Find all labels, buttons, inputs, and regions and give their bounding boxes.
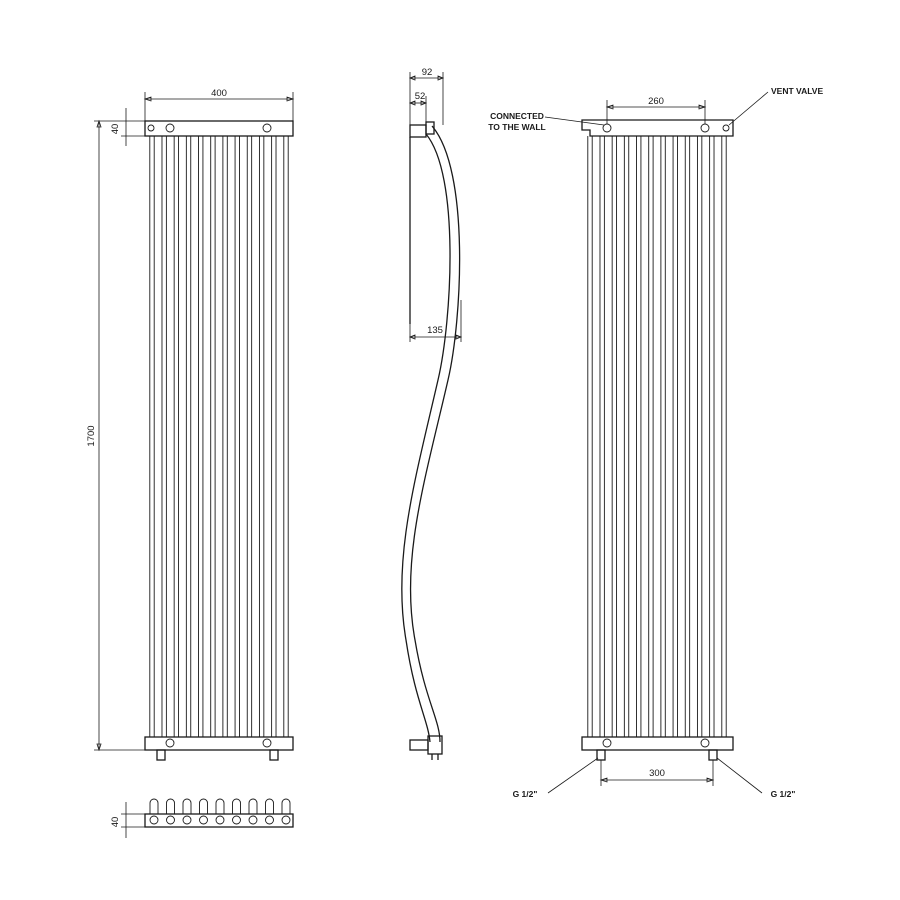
front-inlet-left [156, 749, 166, 761]
bottom-section-view: 40 [110, 798, 294, 838]
side-bottom-bracket [409, 739, 429, 751]
front-bottom-connector-right [262, 738, 272, 748]
connected-label-line1: CONNECTED [490, 111, 544, 121]
bottom-tube-end [265, 815, 274, 825]
side-curve-depth-label: 135 [427, 325, 443, 336]
back-inlet-left [596, 749, 606, 761]
inlet-left-label: G 1/2" [513, 789, 538, 799]
front-width-label: 400 [211, 88, 227, 99]
bottom-tube-outline [232, 798, 241, 814]
bottom-tube-outline [166, 798, 175, 814]
front-top-connector-left [165, 123, 175, 133]
bottom-section-header [144, 813, 294, 828]
side-top-bracket [409, 124, 427, 138]
back-top-connector-left [602, 123, 612, 133]
bottom-tube-end [149, 815, 159, 825]
back-inlet-right [708, 749, 718, 761]
side-depth-inner-label: 52 [415, 91, 426, 102]
bottom-depth-label: 40 [110, 817, 121, 828]
connected-label-line2: TO THE WALL [488, 122, 545, 132]
front-top-connector-right [262, 123, 272, 133]
bottom-tube-end [281, 815, 291, 825]
vent-valve-label: VENT VALVE [771, 86, 823, 96]
back-view: 260 300 CONNECTED TO THE WALL VENT VALVE… [488, 86, 823, 799]
bottom-tube-outline [215, 798, 225, 814]
front-bottom-header [144, 736, 294, 751]
inlet-right-label: G 1/2" [771, 789, 796, 799]
back-vent-valve [722, 124, 730, 132]
side-bottom-valve [427, 735, 443, 755]
bottom-tube-outline [281, 798, 291, 814]
front-vent-valve [147, 124, 155, 132]
bottom-tube-outline [248, 798, 258, 814]
front-height-label: 1700 [86, 425, 97, 446]
bottom-tube-end [232, 815, 241, 825]
back-bottom-connector-left [602, 738, 612, 748]
back-inlet-spacing-label: 300 [649, 768, 665, 779]
back-connection-spacing-label: 260 [648, 96, 664, 107]
back-bottom-connector-right [700, 738, 710, 748]
front-inlet-right [269, 749, 279, 761]
bottom-tube-end [199, 815, 208, 825]
bottom-tube-outline [199, 798, 208, 814]
back-top-header [581, 119, 734, 137]
bottom-tube-outline [265, 798, 274, 814]
side-top-cap [425, 121, 435, 135]
bottom-tube-outline [149, 798, 159, 814]
front-header-height-label: 40 [110, 124, 121, 135]
bottom-tube-outline [182, 798, 192, 814]
bottom-tube-end [248, 815, 258, 825]
front-bottom-connector-left [165, 738, 175, 748]
back-tubes [587, 136, 727, 737]
side-tube-back-edge [401, 133, 451, 743]
back-top-connector-right [700, 123, 710, 133]
side-view: 92 52 135 [401, 67, 463, 760]
side-depth-total-label: 92 [422, 67, 433, 78]
front-tubes [149, 136, 289, 737]
back-bottom-header [581, 736, 734, 751]
bottom-tube-end [215, 815, 225, 825]
front-top-header [144, 120, 294, 137]
bottom-section-tubes [149, 798, 291, 825]
bottom-tube-end [166, 815, 175, 825]
bottom-tube-end [182, 815, 192, 825]
side-tube-front-edge [409, 125, 461, 743]
front-view: 400 40 1700 [86, 88, 295, 761]
